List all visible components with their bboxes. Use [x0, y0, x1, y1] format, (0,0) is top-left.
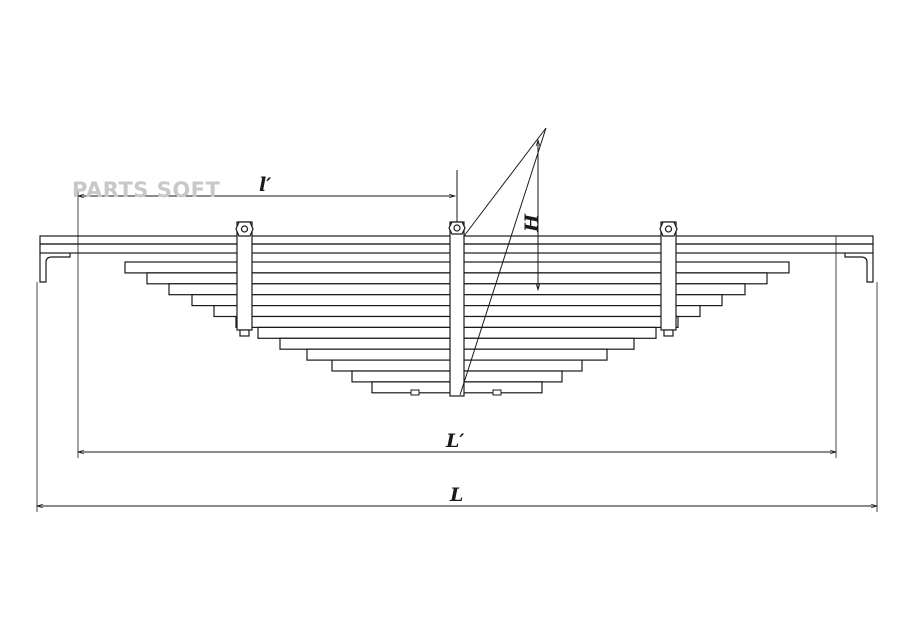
- center-bolt: [448, 221, 466, 397]
- left-eye-hook: [39, 253, 71, 283]
- slant-line-upper: [463, 127, 547, 237]
- right-rivet: [492, 389, 502, 396]
- right-eye-hook: [844, 253, 874, 283]
- l-prime-label: l′: [259, 174, 272, 196]
- right-clamp: [659, 221, 678, 337]
- left-clamp-body: [236, 221, 253, 331]
- left-clamp-bolt-end: [239, 329, 250, 337]
- l-prime-dimension: [76, 170, 458, 222]
- slant-line: [459, 127, 547, 396]
- right-clamp-body: [660, 221, 677, 331]
- l-big-label: L: [450, 484, 464, 506]
- height-dimension: [459, 127, 547, 396]
- extension-lines: [36, 190, 878, 512]
- center-bolt-hole: [453, 224, 461, 232]
- h-label: H: [521, 214, 543, 232]
- left-clamp: [235, 221, 254, 337]
- left-rivet: [410, 389, 420, 396]
- bottom-rivets: [410, 389, 502, 396]
- center-bolt-body: [449, 221, 465, 397]
- left-clamp-hole: [240, 225, 249, 233]
- l-big-prime-label: L′: [446, 430, 465, 452]
- length-dimensions: [35, 449, 879, 509]
- right-clamp-hole: [664, 225, 673, 233]
- right-clamp-bolt-end: [663, 329, 674, 337]
- watermark: PARTS SOFT: [72, 178, 221, 202]
